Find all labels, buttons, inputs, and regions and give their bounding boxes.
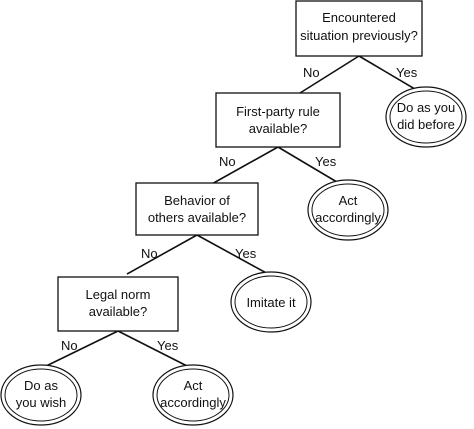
- o2-line-2: accordingly: [315, 210, 381, 225]
- decision-box-q4: Legal norm available?: [57, 276, 179, 332]
- q3-line-2: others available?: [148, 210, 246, 225]
- outcome-ellipse-o5: Act accordingly: [152, 364, 234, 426]
- edge-label-q3-yes: Yes: [235, 246, 257, 261]
- edge-label-q2-yes: Yes: [315, 154, 337, 169]
- outcome-ellipse-o3: Imitate it: [230, 271, 312, 333]
- edge-q4-no: [39, 330, 119, 370]
- edge-q1-no: [299, 55, 360, 94]
- decision-box-q1: Encountered situation previously?: [295, 0, 423, 57]
- edge-label-q3-no: No: [141, 246, 158, 261]
- q2-line-2: available?: [249, 121, 308, 136]
- outcome-ellipse-o1: Do as you did before: [385, 86, 467, 148]
- outcome-ellipse-o2: Act accordingly: [307, 179, 389, 241]
- o1-line-1: Do as you: [397, 100, 456, 115]
- q2-line-1: First-party rule: [236, 104, 320, 119]
- q1-line-2: situation previously?: [300, 28, 418, 43]
- edge-label-q2-no: No: [219, 154, 236, 169]
- o5-line-2: accordingly: [160, 395, 226, 410]
- q1-line-1: Encountered: [322, 10, 396, 25]
- outcome-ellipse-o4: Do as you wish: [0, 364, 82, 426]
- o3-line-1: Imitate it: [246, 295, 296, 310]
- decision-box-q2: First-party rule available?: [215, 92, 341, 148]
- q3-line-1: Behavior of: [164, 193, 230, 208]
- q4-line-2: available?: [89, 304, 148, 319]
- o4-line-1: Do as: [24, 378, 58, 393]
- edge-label-q1-yes: Yes: [396, 65, 418, 80]
- edge-q4-yes: [117, 330, 192, 369]
- edge-label-q1-no: No: [303, 65, 320, 80]
- edge-label-q4-yes: Yes: [157, 338, 179, 353]
- edge-q2-no: [209, 146, 279, 186]
- edge-q3-yes: [196, 234, 271, 276]
- edge-label-q4-no: No: [61, 338, 78, 353]
- o1-line-2: did before: [397, 117, 455, 132]
- decision-box-q3: Behavior of others available?: [135, 182, 259, 236]
- edge-q3-no: [126, 234, 198, 275]
- o5-line-1: Act: [184, 378, 203, 393]
- o4-line-2: you wish: [16, 395, 67, 410]
- o2-line-1: Act: [339, 193, 358, 208]
- q4-line-1: Legal norm: [85, 287, 150, 302]
